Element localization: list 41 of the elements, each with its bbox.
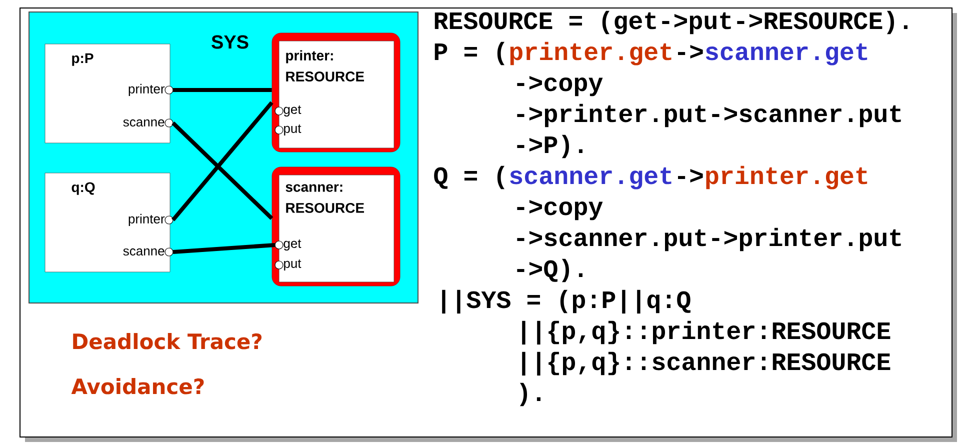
port: printer <box>128 214 174 226</box>
code-text: ). <box>520 382 540 406</box>
code-text: scanner.get <box>510 167 672 190</box>
code-text: printer.get <box>510 42 672 66</box>
code-text: Q = ( <box>434 166 504 190</box>
code-text: scanner.get <box>706 43 868 66</box>
connector-line <box>172 243 276 254</box>
port: get <box>274 105 302 117</box>
code-text: ->copy <box>517 200 603 220</box>
port: put <box>274 259 302 271</box>
port: get <box>274 239 302 251</box>
node-label: printer <box>128 84 165 96</box>
question-text: Deadlock Trace? <box>73 333 262 350</box>
code-text: -> <box>678 168 703 182</box>
code-text: ->scanner.put->printer.put <box>517 228 901 252</box>
code-text: ->Q). <box>517 258 582 282</box>
port: scanne <box>123 248 174 256</box>
node-label: scanne <box>123 248 164 256</box>
code-text: ||{p,q}::scanner:RESOURCE <box>522 352 890 376</box>
code-text: ||SYS = (p:P||q:Q <box>442 290 690 314</box>
connector-line <box>171 101 274 222</box>
code-text: ->copy <box>517 76 603 96</box>
node-label: put <box>284 124 302 136</box>
code-text: ->P). <box>517 134 582 158</box>
node-label: get <box>284 239 302 251</box>
port: printer <box>128 84 174 96</box>
node-label: put <box>284 259 302 271</box>
node-label: printer <box>128 214 165 226</box>
code-text: P = ( <box>434 42 504 66</box>
code-text: printer.get <box>706 166 868 190</box>
node-label: get <box>284 105 302 117</box>
code-text: RESOURCE = (get->put->RESOURCE). <box>434 10 908 34</box>
question-text: Avoidance? <box>71 378 204 394</box>
code-text: -> <box>678 44 703 58</box>
connector-line <box>172 122 274 220</box>
node-label: scanne <box>123 119 164 127</box>
port: put <box>274 124 302 136</box>
port: scanne <box>123 118 174 128</box>
code-text: ->printer.put->scanner.put <box>517 104 901 128</box>
code-text: ||{p,q}::printer:RESOURCE <box>522 320 890 345</box>
connector-line <box>173 88 272 92</box>
